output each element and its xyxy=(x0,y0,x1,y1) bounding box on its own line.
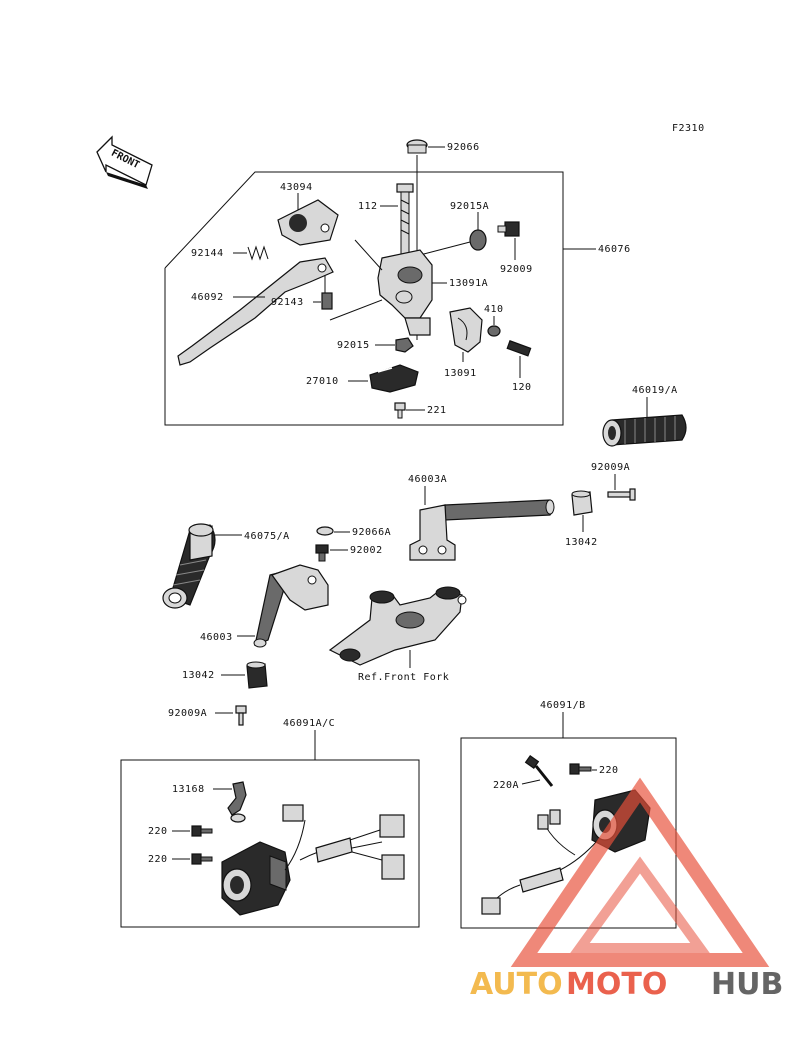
part-92009A-top: 92009A xyxy=(591,462,636,501)
label-43094: 43094 xyxy=(280,182,313,193)
part-112: 112 xyxy=(358,183,414,255)
part-410: 410 xyxy=(484,304,504,337)
label-13042-top: 13042 xyxy=(565,537,598,548)
figure-code: F2310 xyxy=(672,123,705,134)
label-410: 410 xyxy=(484,304,504,315)
label-92144: 92144 xyxy=(191,248,224,259)
part-46092-lever: 46092 xyxy=(177,257,334,366)
label-92009A-bottom: 92009A xyxy=(168,708,207,719)
part-13091-clamp: 13091 xyxy=(444,307,483,379)
label-92009A-top: 92009A xyxy=(591,462,630,473)
part-220A: 220A xyxy=(493,755,554,791)
part-92015A: 92015A xyxy=(419,201,489,256)
part-46076: 46076 xyxy=(563,244,631,255)
watermark-hub: HUB xyxy=(711,967,783,1002)
label-46091AC: 46091A/C xyxy=(283,718,335,729)
part-220-second: 220 xyxy=(148,853,213,865)
label-13091A: 13091A xyxy=(449,278,488,289)
automotohub-watermark-logo: AUTO MOTO HUB xyxy=(470,777,783,1002)
switch-assembly-46091AC-frame: 46091A/C xyxy=(120,718,420,928)
label-13091: 13091 xyxy=(444,368,477,379)
watermark-auto: AUTO xyxy=(470,967,563,1002)
label-112: 112 xyxy=(358,201,378,212)
label-220-third: 220 xyxy=(599,765,619,776)
label-46003: 46003 xyxy=(200,632,233,643)
part-13168: 13168 xyxy=(172,781,247,823)
front-fork-triple-clamp: Ref.Front Fork xyxy=(328,586,467,683)
label-13042-bottom: 13042 xyxy=(182,670,215,681)
part-120: 120 xyxy=(506,340,532,393)
part-46075A-grip: 46075/A xyxy=(162,523,290,609)
part-220-first: 220 xyxy=(148,825,213,837)
label-92066: 92066 xyxy=(447,142,480,153)
label-92009: 92009 xyxy=(500,264,533,275)
label-92066A: 92066A xyxy=(352,527,391,538)
part-92144: 92144 xyxy=(191,245,269,261)
part-92009: 92009 xyxy=(497,221,533,275)
label-120: 120 xyxy=(512,382,532,393)
part-92009A-bottom: 92009A xyxy=(168,705,247,726)
watermark-moto: MOTO xyxy=(566,967,667,1002)
label-220-first: 220 xyxy=(148,826,168,837)
part-92143: 92143 xyxy=(271,275,333,310)
part-220-third: 220 xyxy=(569,763,619,776)
part-13042-bottom: 13042 xyxy=(182,661,268,689)
label-46075A: 46075/A xyxy=(244,531,290,542)
label-46076: 46076 xyxy=(598,244,631,255)
part-46003A-handlebar: 46003A xyxy=(408,474,555,561)
label-92002: 92002 xyxy=(350,545,383,556)
part-27010: 27010 xyxy=(306,364,419,393)
part-43094: 43094 xyxy=(277,182,339,246)
label-92015: 92015 xyxy=(337,340,370,351)
part-92015: 92015 xyxy=(337,337,414,353)
left-switch-housing xyxy=(221,804,405,916)
label-13168: 13168 xyxy=(172,784,205,795)
part-221: 221 xyxy=(394,402,447,419)
label-ref-front-fork: Ref.Front Fork xyxy=(358,672,449,683)
front-arrow-icon: FRONT xyxy=(96,135,153,189)
label-220-second: 220 xyxy=(148,854,168,865)
master-cylinder-assembly-frame xyxy=(164,171,564,426)
label-46091B: 46091/B xyxy=(540,700,586,711)
label-46019A: 46019/A xyxy=(632,385,678,396)
label-221: 221 xyxy=(427,405,447,416)
part-13042-top: 13042 xyxy=(565,490,598,548)
label-92015A: 92015A xyxy=(450,201,489,212)
label-220A: 220A xyxy=(493,780,519,791)
label-46003A: 46003A xyxy=(408,474,447,485)
part-13091A-body: 13091A xyxy=(329,239,488,336)
label-46092: 46092 xyxy=(191,292,224,303)
label-27010: 27010 xyxy=(306,376,339,387)
part-92002: 92002 xyxy=(315,544,383,562)
label-92143: 92143 xyxy=(271,297,304,308)
part-92066A: 92066A xyxy=(316,526,391,538)
part-46003-handlebar: 46003 xyxy=(200,564,329,648)
part-46019A-grip: 46019/A xyxy=(602,385,687,447)
